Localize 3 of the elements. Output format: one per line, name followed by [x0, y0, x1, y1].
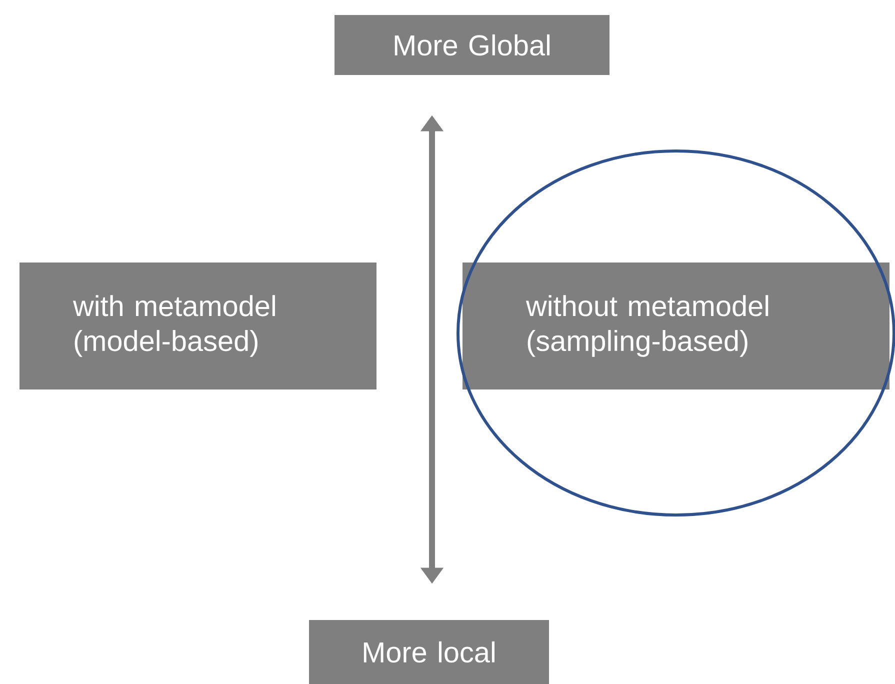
label-box: More local	[309, 620, 549, 684]
label-box: with metamodel (model-based)	[20, 262, 376, 390]
label-box: More Global	[334, 15, 610, 75]
